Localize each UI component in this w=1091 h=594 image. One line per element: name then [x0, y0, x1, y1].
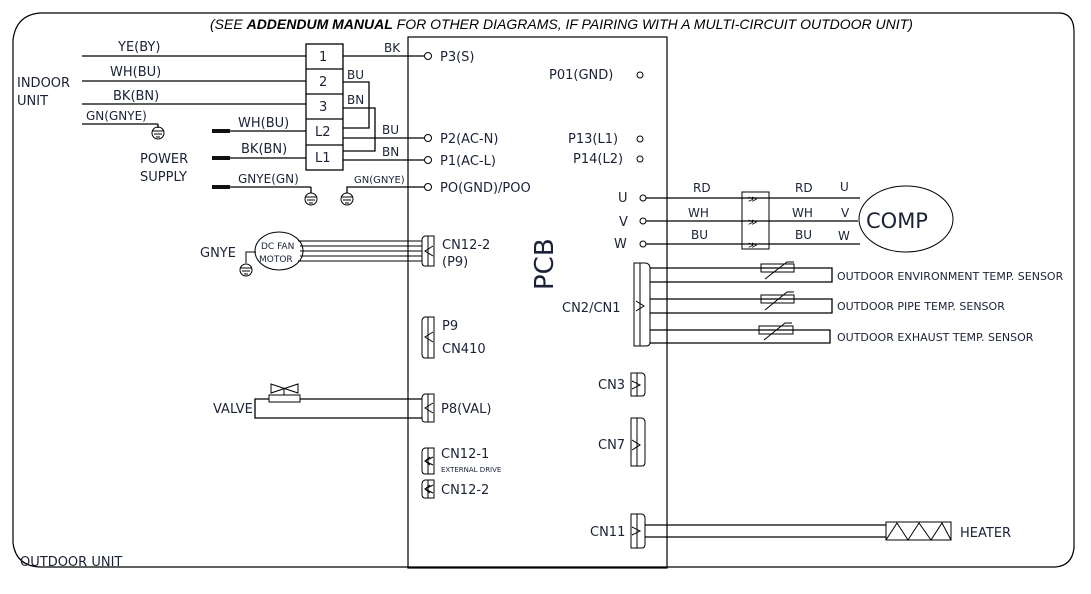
terminal-l1: L1	[315, 151, 331, 166]
valve-wiring: VALVE P8(VAL)	[213, 383, 491, 423]
fan-ground-label: GNYE	[200, 246, 236, 261]
svg-text:≫: ≫	[748, 195, 757, 205]
phase-w: W	[838, 229, 850, 243]
pcb-label: PCB	[530, 238, 560, 290]
power-supply-wiring: POWER SUPPLY WH(BU) BK(BN) GNYE(GN)	[140, 116, 318, 206]
phase-u: U	[840, 180, 849, 194]
port-p13: P13(L1)	[568, 132, 618, 147]
indoor-label-2: UNIT	[17, 94, 48, 109]
compressor-label: COMP	[866, 209, 928, 233]
fan-motor-label: DC FAN	[261, 242, 294, 252]
sensor-exhaust-label: OUTDOOR EXHAUST TEMP. SENSOR	[837, 331, 1034, 344]
connector-cn3-label: CN3	[598, 378, 625, 393]
ground-wire-label: GN(GNYE)	[354, 175, 405, 186]
connector-cn11: CN11 HEATER	[590, 513, 1011, 549]
sensor-connector: CN2/CN1 OUTDOOR ENVIRONMENT TEMP. SENSOR…	[562, 261, 1064, 347]
power-label-2: SUPPLY	[140, 170, 187, 185]
fan-motor-label-2: MOTOR	[259, 255, 293, 265]
port-p14: P14(L2)	[573, 152, 623, 167]
connector-cn11-label: CN11	[590, 525, 625, 540]
connector-p9-label: (P9)	[442, 255, 468, 270]
external-drive-label: EXTERNAL DRIVE	[441, 466, 501, 474]
wire-label-gn: GN(GNYE)	[86, 109, 147, 123]
terminal-block: 1 2 3 L2 L1 BK BU BN BU BN GN(GNYE)	[305, 41, 424, 206]
fan-motor-icon	[254, 231, 304, 271]
terminal-3: 3	[319, 100, 327, 115]
connector-p9-cn410: P9 CN410	[421, 316, 486, 359]
connector-cn12-1: CN12-1 EXTERNAL DRIVE	[421, 447, 501, 475]
pcb-right-ports: P01(GND) P13(L1) P14(L2) U V W	[549, 68, 647, 252]
ground-icon	[151, 126, 165, 140]
connector-p9-2-label: P9	[442, 319, 458, 334]
port-po: PO(GND)/POO	[440, 181, 531, 196]
terminal-2: 2	[319, 75, 327, 90]
power-label: POWER	[140, 152, 188, 167]
connector-cn3: CN3	[598, 372, 646, 397]
sensor-pipe-label: OUTDOOR PIPE TEMP. SENSOR	[837, 300, 1005, 313]
port-u: U	[618, 191, 628, 206]
comp-wire-wh: WH	[688, 206, 709, 220]
power-wire-gnye: GNYE(GN)	[238, 172, 299, 186]
wire-label-wh: WH(BU)	[110, 65, 161, 80]
heater-icon	[885, 521, 952, 541]
header-note: (SEE ADDENDUM MANUAL FOR OTHER DIAGRAMS,…	[210, 16, 913, 32]
comp-wire-wh-2: WH	[792, 206, 813, 220]
jumper-label-bu: BU	[347, 68, 364, 82]
power-wire-wh: WH(BU)	[238, 116, 289, 131]
connector-cn12-1-label: CN12-1	[441, 447, 489, 462]
connector-cn410-label: CN410	[442, 342, 486, 357]
port-w: W	[614, 237, 627, 252]
indoor-label: INDOOR	[17, 76, 70, 91]
comp-wire-bu: BU	[691, 228, 708, 242]
port-v: V	[619, 215, 628, 230]
outdoor-unit-frame	[12, 12, 1075, 568]
ground-icon	[239, 263, 253, 277]
pcb-left-ports: P3(S) P2(AC-N) P1(AC-L) PO(GND)/POO	[424, 50, 531, 196]
heater-label: HEATER	[960, 526, 1011, 541]
connector-cn7: CN7	[598, 417, 646, 467]
connector-cn12-2-label: CN12-2	[442, 238, 490, 253]
svg-text:≫: ≫	[748, 218, 757, 228]
jumper-label-bn-2: BN	[382, 145, 399, 159]
fan-motor-wiring: GNYE DC FAN MOTOR	[200, 231, 422, 277]
valve-icon	[268, 394, 301, 403]
pcb-board	[407, 36, 668, 569]
connector-cn12-2-p9: CN12-2 (P9)	[421, 235, 490, 270]
port-p2: P2(AC-N)	[440, 132, 498, 147]
comp-wire-rd: RD	[693, 181, 711, 195]
compressor-wiring: ≫ ≫ ≫ RD WH BU RD WH BU U V W COMP	[646, 180, 954, 253]
indoor-unit-wiring: INDOOR UNIT YE(BY) WH(BU) BK(BN) GN(GNYE…	[17, 40, 306, 140]
valve-label: VALVE	[213, 402, 253, 417]
svg-text:≫: ≫	[748, 241, 757, 251]
port-p1: P1(AC-L)	[440, 154, 496, 169]
jumper-label-bu-2: BU	[382, 123, 399, 137]
jumper-label-bk: BK	[384, 41, 401, 55]
connector-cn12-2-b: CN12-2	[421, 479, 489, 499]
ground-icon	[340, 192, 354, 206]
terminal-l2: L2	[315, 125, 331, 140]
sensor-environment-label: OUTDOOR ENVIRONMENT TEMP. SENSOR	[837, 270, 1064, 283]
ground-icon	[304, 192, 318, 206]
port-p3: P3(S)	[440, 50, 475, 65]
port-p01: P01(GND)	[549, 68, 613, 83]
phase-v: V	[841, 206, 850, 220]
terminal-1: 1	[319, 50, 327, 65]
power-wire-bk: BK(BN)	[241, 142, 287, 157]
connector-cn2-cn1: CN2/CN1	[562, 301, 621, 316]
wire-label-ye: YE(BY)	[117, 40, 160, 55]
connector-p8-label: P8(VAL)	[441, 402, 491, 417]
connector-cn12-2-b-label: CN12-2	[441, 483, 489, 498]
wire-label-bk: BK(BN)	[113, 89, 159, 104]
connector-cn7-label: CN7	[598, 438, 625, 453]
jumper-label-bn: BN	[347, 93, 364, 107]
compressor-icon	[858, 185, 954, 253]
outdoor-unit-label: OUTDOOR UNIT	[20, 555, 122, 570]
comp-wire-bu-2: BU	[795, 228, 812, 242]
comp-wire-rd-2: RD	[795, 181, 813, 195]
